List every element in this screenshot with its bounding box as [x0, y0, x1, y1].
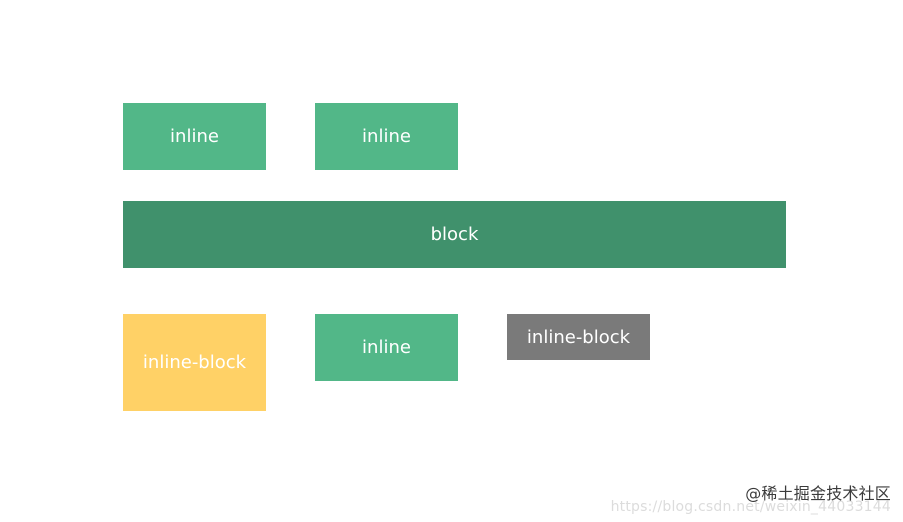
inline-block-box-gray-label: inline-block	[526, 326, 631, 348]
inline-block-box-gray: inline-block	[507, 314, 650, 360]
inline-box-3: inline	[315, 314, 458, 381]
inline-box-3-label: inline	[362, 337, 411, 358]
watermark-url: https://blog.csdn.net/weixin_44033144	[610, 499, 891, 515]
inline-box-2: inline	[315, 103, 458, 170]
inline-box-2-label: inline	[362, 126, 411, 147]
inline-box-1-label: inline	[170, 126, 219, 147]
inline-block-box-yellow: inline-block	[123, 314, 266, 411]
watermark-brand: @稀土掘金技术社区	[745, 484, 891, 503]
block-box: block	[123, 201, 786, 268]
inline-box-1: inline	[123, 103, 266, 170]
inline-block-box-yellow-label: inline-block	[142, 352, 247, 373]
block-box-label: block	[430, 224, 479, 245]
